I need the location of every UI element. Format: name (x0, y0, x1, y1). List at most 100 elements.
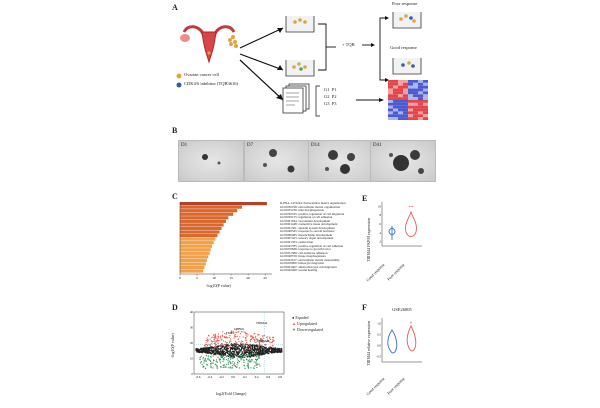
heatmap-cell (393, 91, 398, 95)
volcano-point-up (253, 338, 255, 341)
volcano-point-down (229, 357, 231, 359)
volcano-point-down (227, 359, 229, 361)
heatmap-cell (418, 80, 423, 83)
volcano-point (246, 355, 248, 358)
heatmap-cell (403, 91, 408, 95)
volcano-point (236, 354, 239, 356)
heatmap-cell (403, 108, 408, 112)
significance-marker: * (410, 322, 413, 327)
volcano-point-down (214, 363, 216, 365)
volcano-point (209, 352, 212, 354)
volcano-point (262, 352, 264, 355)
volcano-point (212, 351, 215, 354)
volcano-point (251, 344, 254, 347)
volcano-point (225, 351, 227, 354)
volcano-point-up (219, 337, 222, 339)
heatmap-cell (413, 102, 418, 106)
volcano-point (221, 352, 223, 354)
volcano-point (219, 351, 221, 353)
volcano-point (240, 344, 242, 347)
volcano-point-down (233, 363, 235, 366)
volcano-point (259, 350, 261, 353)
volcano-point-down (244, 367, 246, 369)
volcano-point (240, 346, 243, 348)
volcano-point-down (215, 359, 218, 361)
heatmap-cell (408, 108, 413, 112)
volcano-point-up (255, 335, 257, 337)
y-tick-label: 8 (380, 213, 382, 217)
volcano-legend: ● Equaled ▲ Upregulated ▼ Down-regulated (292, 315, 323, 332)
volcano-point-up (267, 336, 269, 338)
volcano-point (214, 350, 216, 352)
volcano-point-down (234, 354, 236, 356)
volcano-point-up (213, 334, 215, 336)
volcano-point (200, 349, 203, 352)
volcano-point-up (272, 339, 274, 341)
list-bracket (315, 85, 384, 117)
volcano-point-up (261, 346, 263, 349)
volcano-point-down (224, 354, 226, 357)
heatmap-cell (403, 114, 408, 118)
volcano-point-up (210, 340, 213, 342)
heatmap-cell (408, 114, 413, 118)
volcano-point (243, 351, 246, 353)
volcano-point-up (232, 330, 234, 332)
go-term-label: GO:0001667: ameboidal-type cell migratio… (280, 265, 337, 269)
volcano-point (258, 347, 261, 350)
volcano-point-up (219, 344, 222, 346)
volcano-point-down (239, 355, 241, 357)
heatmap-cell (423, 82, 428, 86)
volcano-point (200, 350, 202, 353)
volcano-point-down (204, 367, 207, 369)
heatmap-cell (423, 97, 428, 100)
volcano-point (244, 349, 247, 352)
go-bar (180, 262, 206, 266)
x-tick-label: 5 (196, 276, 198, 280)
gene-label: NR2F6 (230, 343, 240, 347)
volcano-point-down (240, 357, 242, 360)
volcano-point-down (258, 356, 260, 358)
volcano-point-up (227, 337, 229, 339)
volcano-point-up (255, 341, 257, 343)
heatmap-cell (408, 102, 413, 106)
volcano-point (277, 349, 279, 351)
panel-d-ylabel: -log10(P value) (170, 333, 175, 358)
group-list: G1 P1 G2 P2 G3 P3 (324, 87, 337, 106)
heatmap-cell (408, 117, 413, 120)
volcano-point-up (242, 336, 244, 338)
volcano-point-down (210, 366, 212, 369)
volcano-point (259, 345, 261, 347)
volcano-point (243, 356, 246, 358)
volcano-point (275, 351, 278, 353)
heatmap-cell (388, 100, 393, 103)
volcano-point-up (209, 338, 211, 340)
volcano-point-down (210, 360, 212, 363)
organoid-image-d41: D41 (370, 140, 436, 182)
heatmap-cell (408, 111, 413, 115)
volcano-point (242, 353, 245, 355)
volcano-point-up (271, 345, 273, 347)
heatmap-cell (398, 88, 403, 92)
volcano-point (252, 354, 255, 357)
heatmap-cell (408, 97, 413, 100)
volcano-point (233, 352, 235, 354)
volcano-point (234, 345, 237, 347)
volcano-point (265, 346, 267, 349)
go-term-label: GO:0001501: skeletal system development (280, 226, 335, 230)
volcano-point-down (232, 358, 234, 360)
volcano-point-down (223, 358, 225, 360)
volcano-point (254, 353, 256, 355)
volcano-point (266, 349, 269, 351)
volcano-point (245, 349, 248, 351)
volcano-point (258, 354, 260, 356)
volcano-point-down (222, 356, 224, 358)
volcano-point (231, 353, 234, 356)
treatment-arrow (362, 43, 375, 47)
volcano-point (246, 351, 249, 354)
uterus-illustration (180, 25, 238, 64)
volcano-point-down (222, 360, 224, 363)
volcano-point (256, 347, 259, 349)
heatmap-cell (403, 85, 408, 89)
volcano-point-up (229, 341, 231, 344)
volcano-point-down (211, 362, 213, 364)
